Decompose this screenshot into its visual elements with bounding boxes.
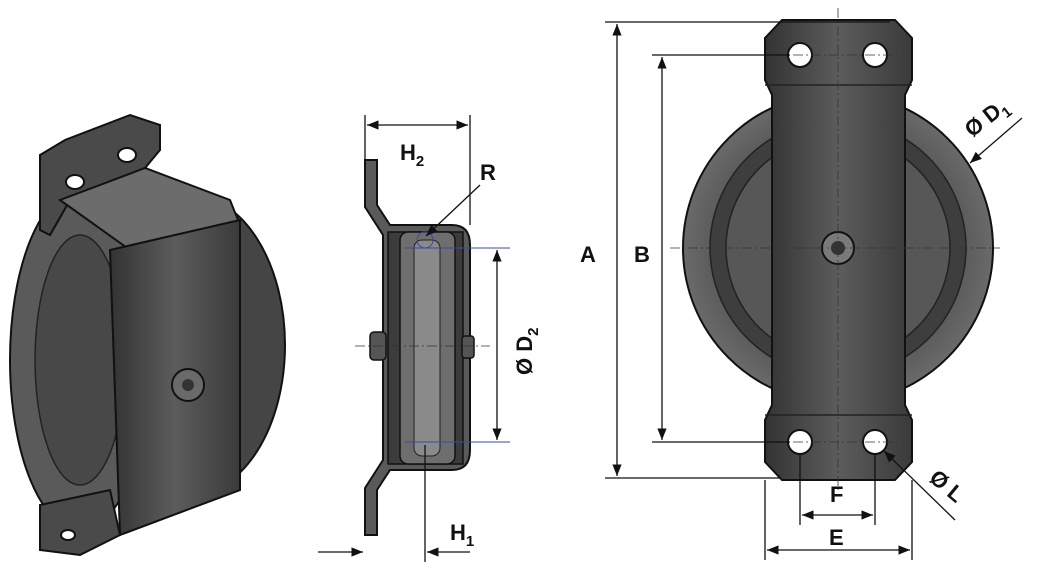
iso-top-tab	[39, 113, 161, 237]
label-B: B	[634, 242, 650, 267]
isometric-view	[9, 113, 286, 557]
label-D2: Ø D2	[512, 328, 542, 375]
dim-D1	[969, 117, 1023, 164]
label-E: E	[829, 525, 844, 550]
iso-hole-icon	[65, 174, 85, 190]
iso-bottom-tab	[39, 488, 122, 557]
label-D1: Ø D1	[960, 93, 1016, 146]
leader-R	[425, 184, 481, 237]
label-H1: H1	[450, 520, 474, 550]
label-A: A	[580, 242, 596, 267]
label-F: F	[830, 482, 843, 507]
label-L: Ø L	[925, 465, 969, 508]
label-H2: H2	[400, 140, 424, 170]
label-R: R	[480, 160, 496, 185]
front-view	[605, 8, 1023, 560]
leader-L	[883, 450, 956, 521]
side-view	[318, 115, 510, 562]
